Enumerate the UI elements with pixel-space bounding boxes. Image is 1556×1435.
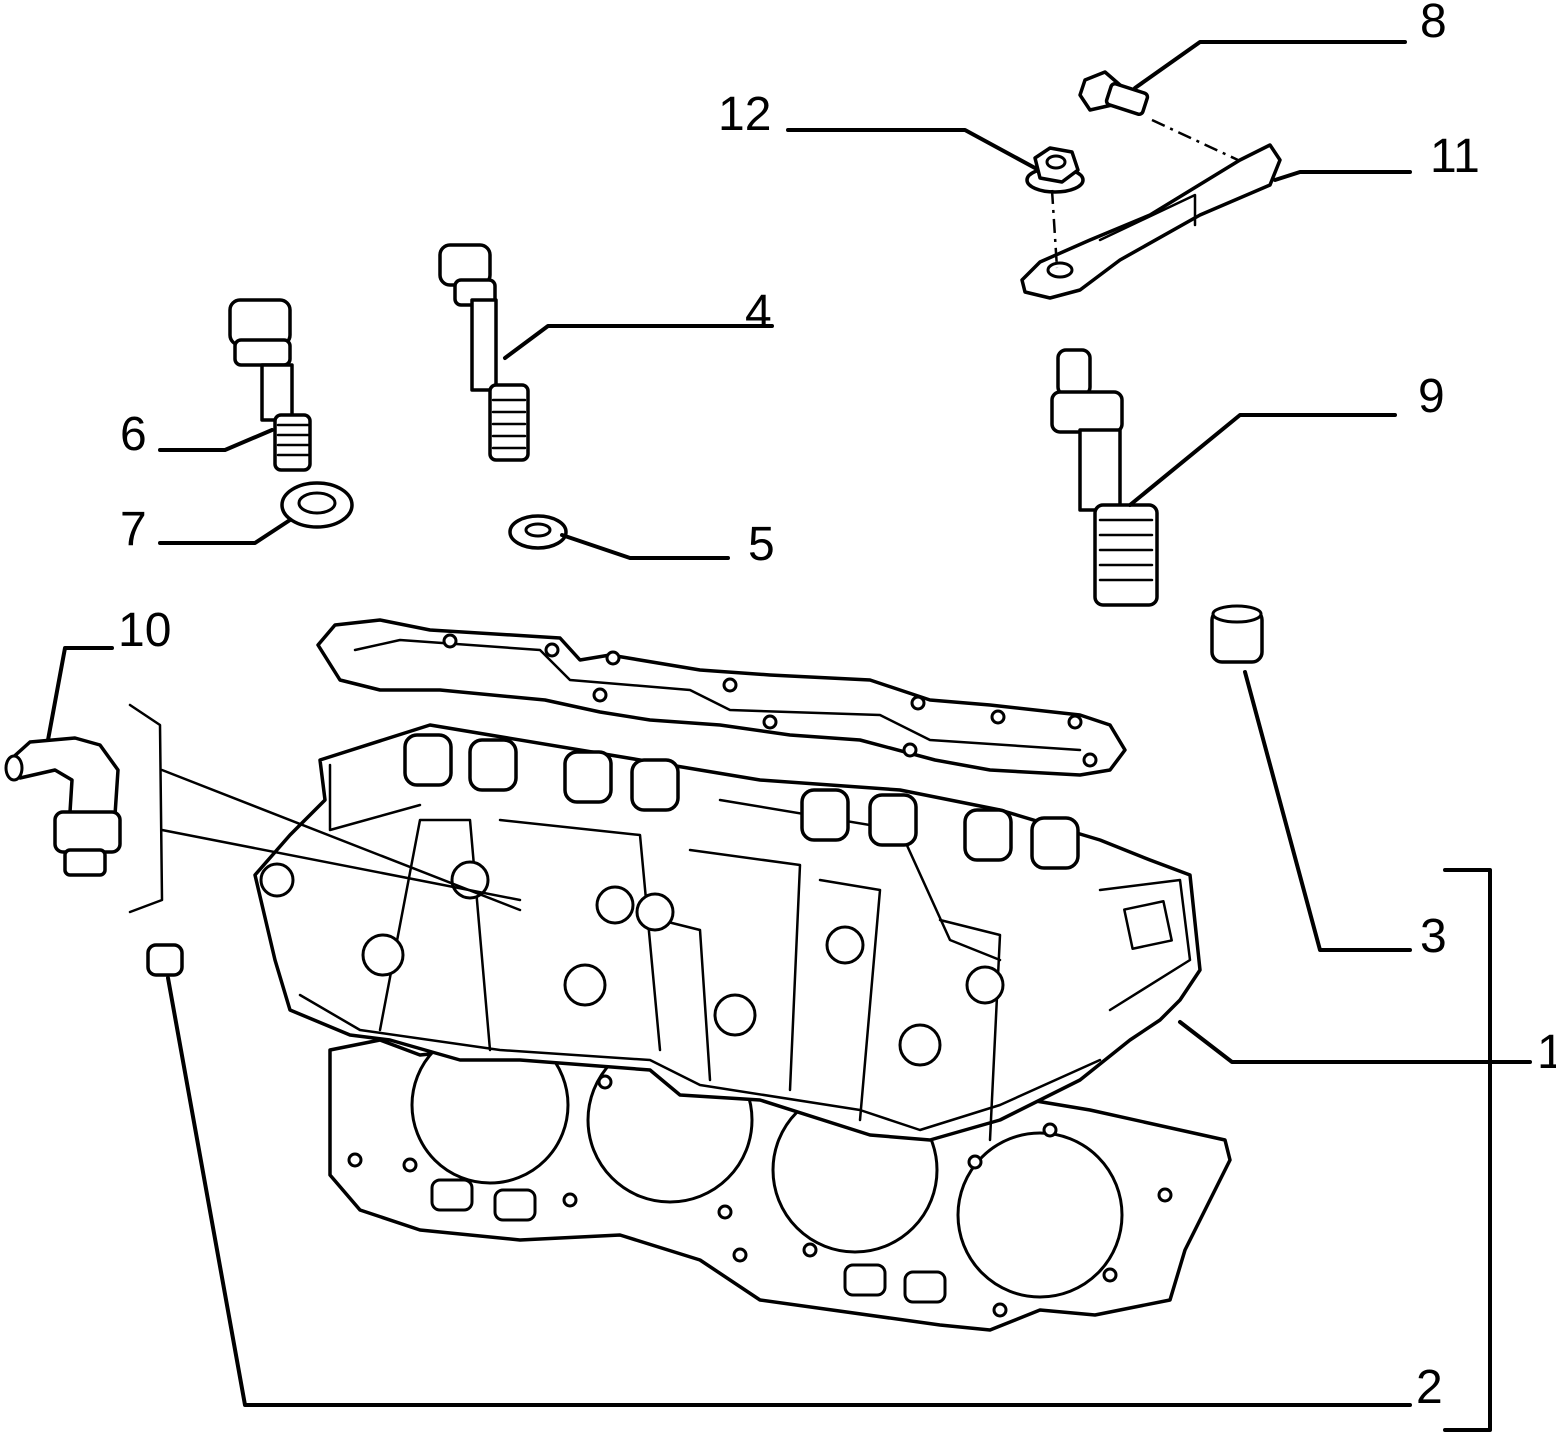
callout-11: 11 (1430, 130, 1480, 183)
callout-3: 3 (1420, 910, 1447, 963)
cylinder-head (253, 723, 1202, 1142)
washer-5 (508, 514, 568, 550)
flange-bolt (1078, 70, 1150, 117)
callout-2: 2 (1416, 1361, 1443, 1414)
callout-labels: 1 2 3 4 5 6 7 8 9 10 11 12 (118, 0, 1556, 1414)
callout-4: 4 (745, 286, 772, 339)
callout-8: 8 (1420, 0, 1447, 48)
callout-9: 9 (1418, 370, 1445, 423)
stud-bolt (1050, 348, 1159, 607)
callout-7: 7 (120, 503, 147, 556)
elbow-fitting (4, 736, 122, 877)
dowel-pin (146, 943, 184, 977)
callout-6: 6 (120, 408, 147, 461)
head-bolt-long (438, 243, 530, 462)
valve-caps (403, 733, 1080, 870)
rocker-cover-gasket (316, 618, 1127, 777)
lifting-bracket (1020, 143, 1282, 300)
head-bolt-short (228, 298, 312, 472)
callout-1: 1 (1537, 1026, 1556, 1079)
dowel-sleeve (1210, 604, 1264, 664)
callout-12: 12 (718, 88, 771, 141)
flange-nut (1025, 146, 1085, 194)
callout-10: 10 (118, 604, 171, 657)
washer-7 (280, 481, 354, 529)
leader-lines (46, 40, 1532, 1432)
callout-5: 5 (748, 518, 775, 571)
